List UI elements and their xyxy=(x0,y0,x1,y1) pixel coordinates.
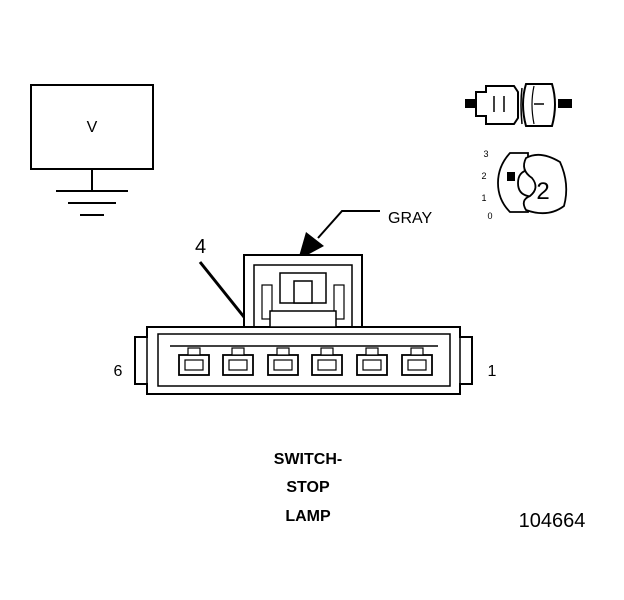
terminal-cavity-4 xyxy=(267,347,299,376)
selector-position-0: 0 xyxy=(487,211,492,221)
connector-body xyxy=(134,254,473,395)
terminal-cavity-3 xyxy=(311,347,343,376)
figure-number: 104664 xyxy=(519,510,586,532)
selector-position-1: 1 xyxy=(481,193,486,203)
pin-label-right: 1 xyxy=(488,363,497,380)
terminal-cavity-2 xyxy=(356,347,388,376)
terminal-cavity-6 xyxy=(178,347,210,376)
connector-title: SWITCH- STOP LAMP xyxy=(274,451,342,525)
test-lead-icon xyxy=(465,83,572,127)
voltmeter-label: V xyxy=(87,119,98,136)
ground-icon xyxy=(56,190,128,216)
terminal-callout-number: 4 xyxy=(195,236,206,258)
terminal-cavity-1 xyxy=(401,347,433,376)
wire-color-callout: GRAY xyxy=(298,210,432,260)
selector-position-2: 2 xyxy=(481,171,486,181)
wire-color-label: GRAY xyxy=(388,210,432,227)
pin-label-left: 6 xyxy=(114,363,123,380)
selector-setting: 2 xyxy=(536,178,549,205)
selector-knob-icon: 3 2 1 0 2 xyxy=(481,149,568,221)
voltmeter-symbol: V xyxy=(30,84,154,216)
callout-arrowhead xyxy=(298,232,324,260)
connector-title-line-1: SWITCH- xyxy=(274,451,342,468)
selector-position-3: 3 xyxy=(483,149,488,159)
connector-title-line-2: STOP xyxy=(286,479,330,496)
terminal-cavity-5 xyxy=(222,347,254,376)
connector-title-line-3: LAMP xyxy=(285,508,331,525)
